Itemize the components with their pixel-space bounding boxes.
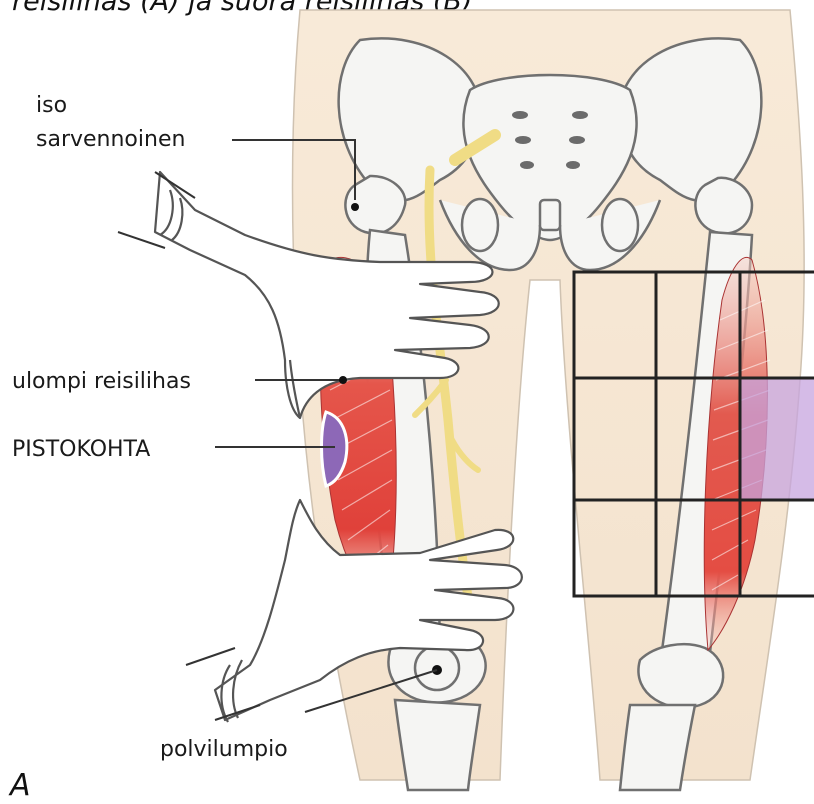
label-polvilumpio: polvilumpio: [160, 737, 288, 762]
label-sarvennoinen: sarvennoinen: [36, 127, 185, 152]
label-ulompi-reisilihas: ulompi reisilihas: [12, 369, 191, 394]
label-iso: iso: [36, 93, 67, 118]
patella: [415, 646, 459, 690]
grid-highlight-cell: [740, 378, 814, 500]
label-pistokohta: PISTOKOHTA: [12, 437, 150, 462]
figure-letter: A: [10, 768, 31, 803]
tibias: [395, 700, 695, 790]
